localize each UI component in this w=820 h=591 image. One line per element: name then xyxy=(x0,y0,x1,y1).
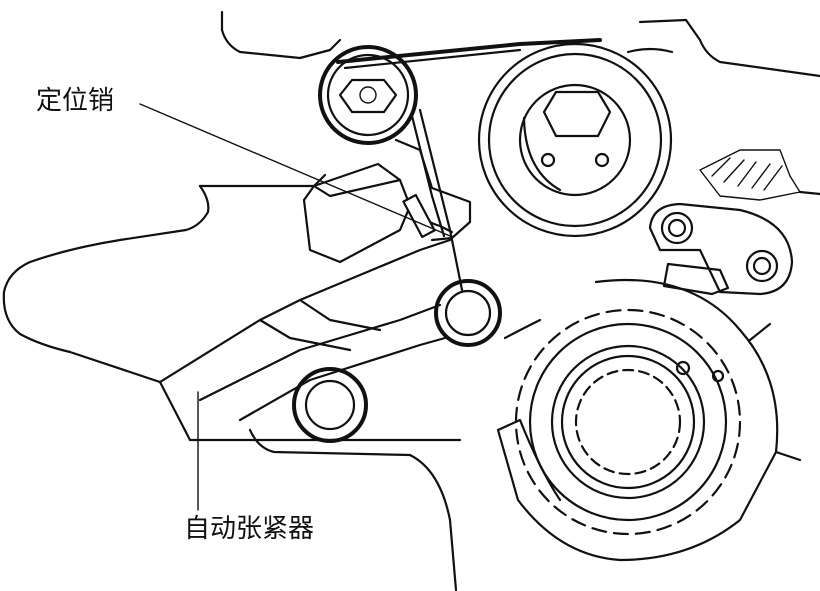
engine-outline-top xyxy=(220,10,820,78)
locating-pin xyxy=(394,138,472,242)
cam-pulley xyxy=(477,42,673,238)
locating-pin-label: 定位销 xyxy=(36,86,115,116)
lower-bolt xyxy=(292,367,368,443)
auto-tensioner-label: 自动张紧器 xyxy=(184,514,315,544)
leader-lines xyxy=(139,103,451,511)
crank-sprocket xyxy=(496,278,802,562)
tensioner-pulley xyxy=(434,279,502,347)
right-bracket xyxy=(648,149,820,342)
idler-pulley xyxy=(318,45,418,145)
engine-outline-left xyxy=(2,173,542,591)
